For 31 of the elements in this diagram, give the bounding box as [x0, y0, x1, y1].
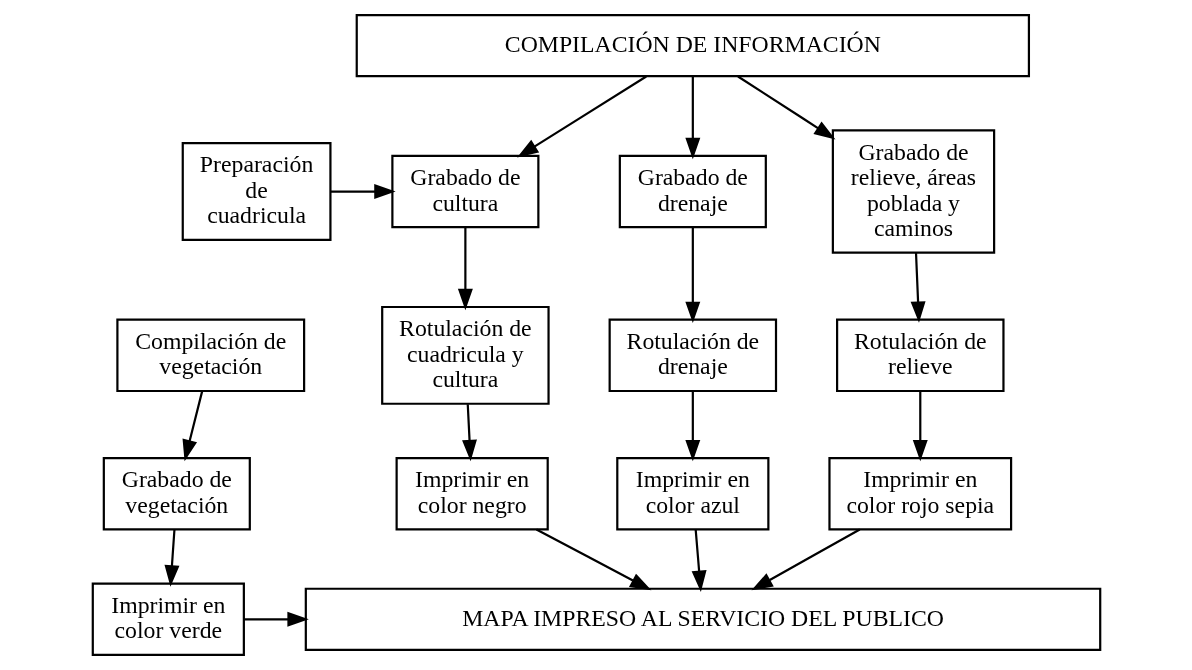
arrow: [684, 76, 700, 160]
node-box: Preparación de cuadricula: [181, 142, 332, 242]
arrow: [330, 184, 396, 200]
arrow: [684, 227, 700, 324]
arrow: [535, 528, 651, 591]
arrow: [163, 529, 179, 587]
arrow: [461, 404, 477, 462]
arrow: [736, 75, 835, 140]
node-box: Grabado de vegetación: [102, 456, 251, 531]
node-box: Rotulación de drenaje: [608, 318, 777, 393]
arrow: [684, 391, 700, 462]
node-box: Compilación de vegetación: [115, 318, 305, 393]
arrow: [243, 611, 309, 627]
arrow: [910, 252, 926, 323]
node-box: Rotulación de relieve: [835, 318, 1005, 393]
arrow: [691, 529, 707, 593]
node-box: MAPA IMPRESO AL SERVICIO DEL PUBLICO: [304, 587, 1101, 651]
node-box: Imprimir en color verde: [91, 582, 245, 657]
arrow: [182, 390, 203, 462]
node-box: Imprimir en color azul: [615, 456, 769, 531]
node-box: Imprimir en color rojo sepia: [827, 456, 1012, 531]
node-box: Grabado de drenaje: [618, 154, 767, 229]
node-box: Imprimir en color negro: [395, 456, 549, 531]
node-box: COMPILACIÓN DE INFORMACIÓN: [355, 13, 1030, 78]
node-box: Grabado de cultura: [390, 154, 539, 229]
arrow: [457, 227, 473, 311]
node-box: Grabado de relieve, áreas poblada y caminos: [831, 129, 995, 254]
arrow: [750, 528, 860, 591]
node-box: Rotulación de cuadricula y cultura: [380, 305, 550, 405]
arrow: [912, 391, 928, 462]
arrow: [516, 75, 647, 158]
